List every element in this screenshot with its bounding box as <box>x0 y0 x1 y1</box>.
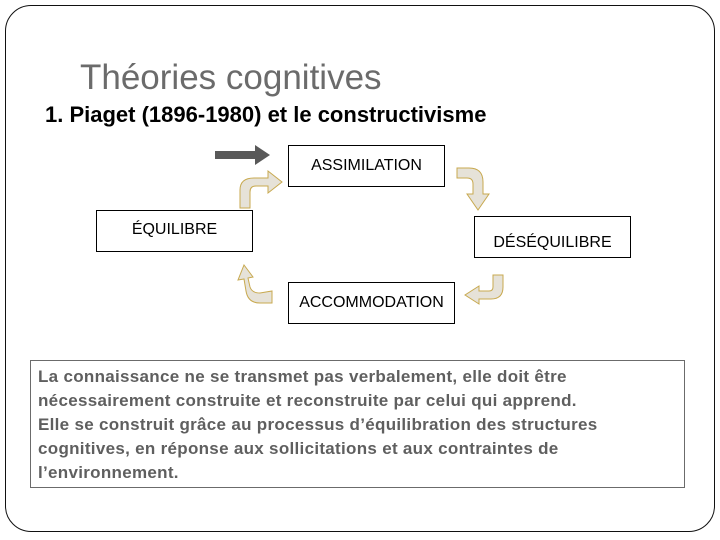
slide-subtitle: 1. Piaget (1896-1980) et le constructivi… <box>45 102 487 127</box>
stage-label: DÉSÉQUILIBRE <box>493 234 612 251</box>
text-line: l’environnement. <box>38 463 179 482</box>
stage-assimilation: ASSIMILATION <box>288 145 445 187</box>
curved-arrow-icon <box>237 263 273 304</box>
curved-arrow-icon <box>239 169 283 209</box>
definition-text-box: La connaissance ne se transmet pas verba… <box>30 360 685 488</box>
stage-label: ACCOMMODATION <box>299 294 444 311</box>
slide-title: Théories cognitives <box>80 58 382 97</box>
text-line: nécessairement construite et reconstruit… <box>38 391 577 410</box>
curved-arrow-icon <box>456 167 490 211</box>
stage-equilibre: ÉQUILIBRE <box>96 210 253 252</box>
stage-label: ASSIMILATION <box>311 157 422 174</box>
stage-desequilibre: DÉSÉQUILIBRE <box>474 216 631 258</box>
text-line: cognitives, en réponse aux sollicitation… <box>38 439 559 458</box>
text-line: Elle se construit grâce au processus d’é… <box>38 415 598 434</box>
text-line: La connaissance ne se transmet pas verba… <box>38 367 567 386</box>
curved-arrow-icon <box>464 274 504 305</box>
stage-label: ÉQUILIBRE <box>131 221 218 238</box>
stage-accommodation: ACCOMMODATION <box>288 282 455 324</box>
slide-frame <box>5 5 715 532</box>
entry-arrow-icon <box>215 145 270 165</box>
